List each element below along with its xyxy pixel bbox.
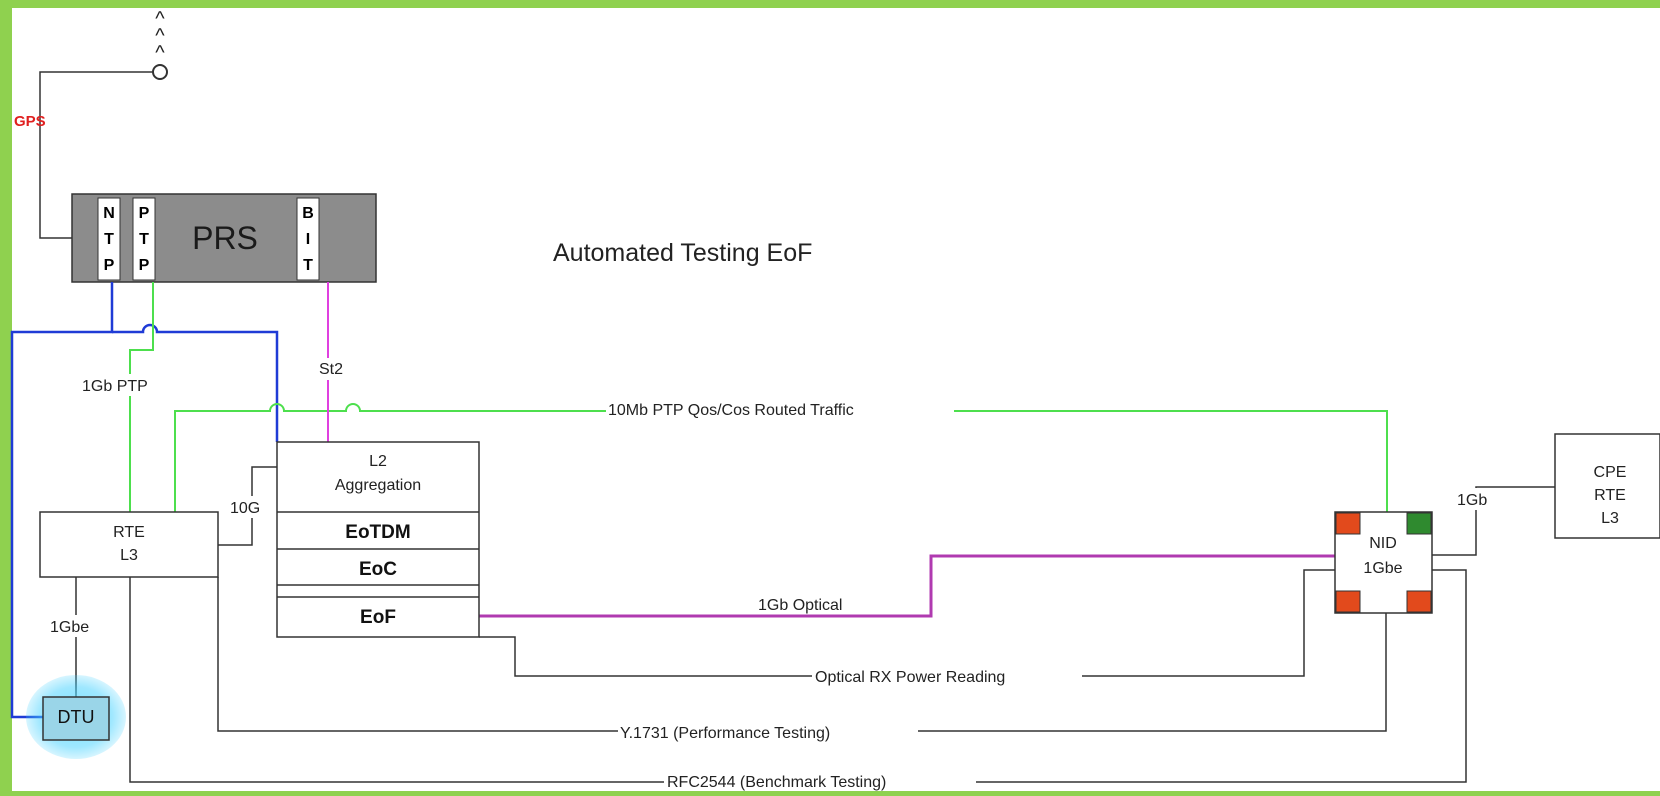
eotdm-label: EoTDM xyxy=(345,522,410,543)
optical-1gb-line xyxy=(479,554,1335,618)
svg-text:^: ^ xyxy=(155,25,165,47)
svg-text:NID: NID xyxy=(1369,535,1397,552)
rfc2544-label: RFC2544 (Benchmark Testing) xyxy=(667,774,886,791)
svg-text:L3: L3 xyxy=(1601,510,1619,527)
svg-text:B: B xyxy=(302,205,314,222)
bit-port xyxy=(296,197,320,281)
svg-text:P: P xyxy=(139,257,150,274)
one-gbe-label: 1Gbe xyxy=(50,619,89,636)
y1731-label: Y.1731 (Performance Testing) xyxy=(620,725,830,742)
rte-l3-box: RTE L3 xyxy=(39,511,219,578)
svg-text:L3: L3 xyxy=(120,547,138,564)
ntp-line-dtu xyxy=(10,282,114,719)
svg-text:L2: L2 xyxy=(369,453,387,470)
svg-text:T: T xyxy=(303,257,313,274)
svg-text:N: N xyxy=(103,205,115,222)
nid-port-green-tr xyxy=(1406,512,1432,535)
svg-text:CPE: CPE xyxy=(1594,464,1627,481)
dtu-box: DTU xyxy=(26,675,126,759)
svg-text:^: ^ xyxy=(155,42,165,64)
cpe-box: CPE RTE L3 xyxy=(1554,433,1660,539)
ten-g-label: 10G xyxy=(230,500,260,517)
nid-port-red-bl xyxy=(1335,590,1361,613)
diagram-title: Automated Testing EoF xyxy=(553,239,812,267)
ntp-port xyxy=(97,197,121,281)
antenna-icon: ^ ^ ^ xyxy=(152,8,168,80)
nid-box: NID 1Gbe xyxy=(1334,511,1433,614)
prs-block: N T P P T P B I T PRS xyxy=(71,193,377,283)
gps-label: GPS xyxy=(14,113,46,130)
ptp-1gb-line xyxy=(129,282,154,512)
ntp-line-l2 xyxy=(112,323,279,442)
optical-1gb-label: 1Gb Optical xyxy=(758,597,842,614)
traffic-10mb-label: 10Mb PTP Qos/Cos Routed Traffic xyxy=(608,402,854,419)
one-gb-line xyxy=(1432,486,1555,556)
gps-line xyxy=(39,71,153,239)
eoc-label: EoC xyxy=(359,559,397,580)
svg-text:1Gbe: 1Gbe xyxy=(1363,560,1402,577)
l2-aggregation-box: L2 Aggregation EoTDM EoC EoF xyxy=(276,441,480,638)
svg-text:T: T xyxy=(104,231,114,248)
prs-label: PRS xyxy=(192,220,258,256)
svg-text:^: ^ xyxy=(155,8,165,30)
eof-label: EoF xyxy=(360,607,396,628)
ptp-port xyxy=(132,197,156,281)
optical-rx-label: Optical RX Power Reading xyxy=(815,669,1005,686)
nid-port-red-br xyxy=(1406,590,1432,613)
one-gb-label: 1Gb xyxy=(1457,492,1487,509)
svg-text:I: I xyxy=(306,231,310,248)
svg-text:DTU: DTU xyxy=(58,707,95,727)
svg-text:RTE: RTE xyxy=(1594,487,1626,504)
svg-text:T: T xyxy=(139,231,149,248)
svg-text:Aggregation: Aggregation xyxy=(335,477,421,494)
svg-text:P: P xyxy=(139,205,150,222)
st2-label: St2 xyxy=(319,361,343,378)
rfc2544-line xyxy=(129,569,1467,783)
ptp-10mb-line xyxy=(174,403,1388,512)
nid-port-red-tl xyxy=(1335,512,1361,535)
svg-text:P: P xyxy=(104,257,115,274)
svg-text:RTE: RTE xyxy=(113,524,145,541)
ptp-1gb-label: 1Gb PTP xyxy=(82,378,148,395)
